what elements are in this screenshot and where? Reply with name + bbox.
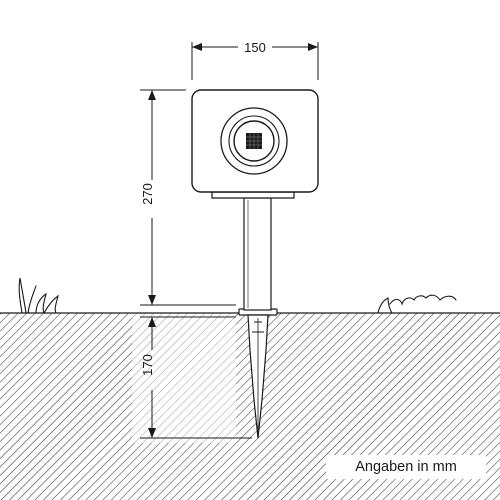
depth-dimension [140, 316, 252, 439]
ground-spike [238, 308, 278, 439]
lamp-stem [243, 197, 272, 311]
grass-left-icon [18, 277, 59, 314]
height-dimension-label: 270 [140, 183, 155, 205]
width-dimension-label: 150 [244, 40, 266, 55]
grass-right-icon [377, 294, 457, 314]
depth-dimension-label: 170 [140, 354, 155, 376]
mount-plate [211, 191, 295, 199]
units-note: Angaben in mm [355, 459, 457, 475]
height-dimension [140, 89, 236, 306]
lamp-housing [191, 89, 319, 193]
units-box [326, 455, 486, 479]
width-dimension [191, 42, 319, 80]
